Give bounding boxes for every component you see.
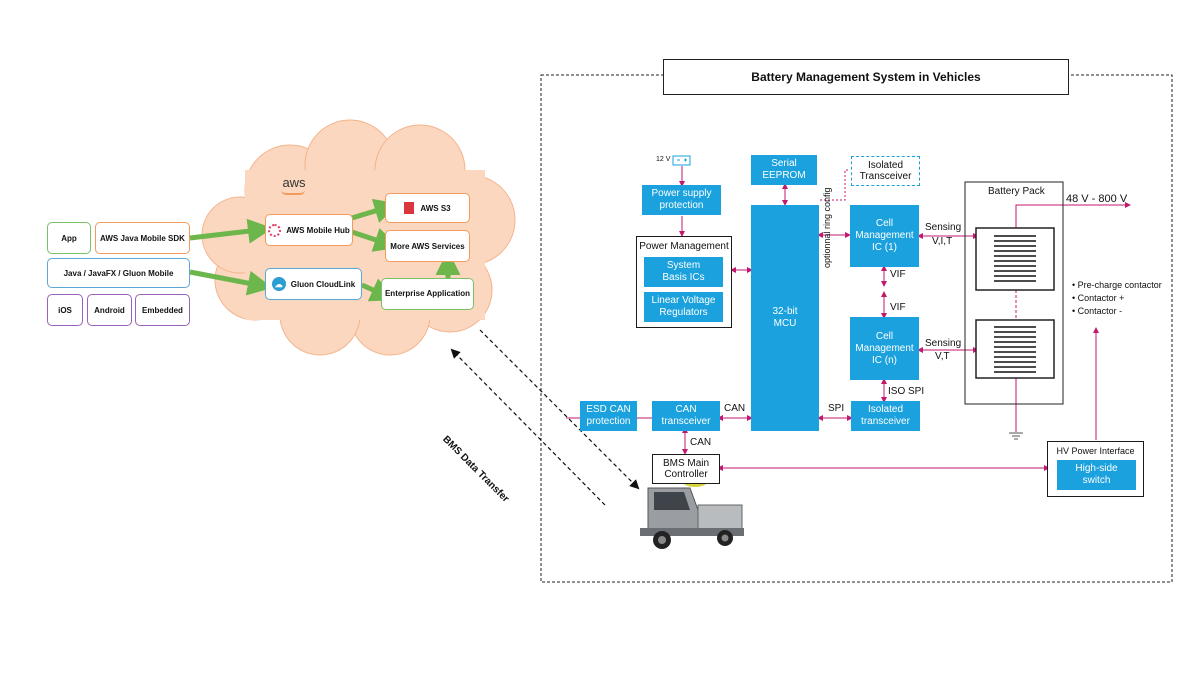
contactor-list: • Pre-charge contactor • Contactor + • C… (1072, 279, 1162, 318)
vif-label-1: VIF (890, 269, 906, 280)
isolated-transceiver-bottom[interactable]: Isolated transceiver (851, 401, 920, 431)
cloud-icon: ☁ (271, 277, 286, 291)
ios-box[interactable]: iOS (47, 294, 83, 326)
sensing-label-1: Sensing (925, 222, 962, 233)
gluon-cloudlink-label: Gluon CloudLink (290, 279, 356, 289)
aws-mobile-hub-box[interactable]: AWS Mobile Hub (265, 214, 353, 246)
ground-symbol (1009, 432, 1023, 440)
contactor-item-label: Contactor - (1077, 306, 1123, 316)
ring-config-label: optionnal ring config (822, 187, 832, 268)
bms-data-transfer-arrows (450, 329, 640, 506)
hv-power-interface-label: HV Power Interface (1056, 446, 1135, 456)
spi-label: SPI (828, 403, 845, 414)
voltage-range-label: 48 V - 800 V (1066, 193, 1128, 205)
cell-management-ic-1[interactable]: Cell Management IC (1) (850, 205, 919, 267)
isolated-transceiver-top[interactable]: Isolated Transceiver (851, 156, 920, 186)
enterprise-application-box[interactable]: Enterprise Application (381, 278, 474, 310)
mobile-hub-icon (268, 223, 282, 237)
s3-icon (404, 202, 415, 214)
aws-java-sdk-box[interactable]: AWS Java Mobile SDK (95, 222, 190, 254)
battery-pack-frame (964, 181, 1064, 405)
vif-label-2: VIF (890, 302, 906, 313)
app-box[interactable]: App (47, 222, 91, 254)
s3-label: AWS S3 (420, 203, 451, 213)
sensing-label-n: Sensing (925, 338, 962, 349)
truck-image (640, 477, 744, 549)
sensing-values-1: V,I,T (932, 236, 953, 247)
contactor-item-label: Contactor + (1077, 293, 1125, 303)
java-javafx-box[interactable]: Java / JavaFX / Gluon Mobile (47, 258, 190, 288)
contactor-item-label: Pre-charge contactor (1077, 280, 1162, 290)
contactor-item: • Pre-charge contactor (1072, 280, 1162, 290)
embedded-box[interactable]: Embedded (135, 294, 190, 326)
battery-icon (672, 155, 691, 166)
can-label-1: CAN (724, 403, 746, 414)
system-basis-ics[interactable]: System Basis ICs (644, 257, 723, 287)
battery-cell-n (975, 319, 1055, 379)
linear-voltage-regulators[interactable]: Linear Voltage Regulators (644, 292, 723, 322)
battery-cell-1 (975, 227, 1055, 291)
serial-eeprom[interactable]: Serial EEPROM (751, 155, 817, 185)
battery-pack-label: Battery Pack (988, 186, 1045, 197)
iso-spi-label: ISO SPI (888, 386, 925, 397)
contactor-item: • Contactor + (1072, 293, 1125, 303)
sensing-values-n: V,T (935, 351, 950, 362)
power-supply-protection[interactable]: Power supply protection (642, 185, 721, 215)
bms-title: Battery Management System in Vehicles (663, 59, 1069, 95)
bms-main-controller[interactable]: BMS Main Controller (652, 454, 720, 484)
aws-logo-smile (281, 190, 305, 195)
esd-can-protection[interactable]: ESD CAN protection (580, 401, 637, 431)
android-box[interactable]: Android (87, 294, 132, 326)
contactor-item: • Contactor - (1072, 306, 1123, 316)
high-side-switch[interactable]: High-side switch (1057, 460, 1136, 490)
supply-voltage-label: 12 V (656, 156, 671, 163)
aws-s3-box[interactable]: AWS S3 (385, 193, 470, 223)
gluon-cloudlink-box[interactable]: ☁ Gluon CloudLink (265, 268, 362, 300)
aws-logo: aws (282, 174, 306, 190)
can-label-2: CAN (690, 437, 712, 448)
mobile-hub-label: AWS Mobile Hub (286, 225, 350, 235)
can-transceiver[interactable]: CAN transceiver (652, 401, 720, 431)
bms-connectors (566, 166, 1131, 471)
mcu-32bit[interactable]: 32-bit MCU (751, 205, 819, 431)
cell-management-ic-n[interactable]: Cell Management IC (n) (850, 317, 919, 380)
more-aws-services-box[interactable]: More AWS Services (385, 230, 470, 262)
power-management-label: Power Management (639, 241, 729, 252)
aws-arrows (189, 198, 461, 302)
